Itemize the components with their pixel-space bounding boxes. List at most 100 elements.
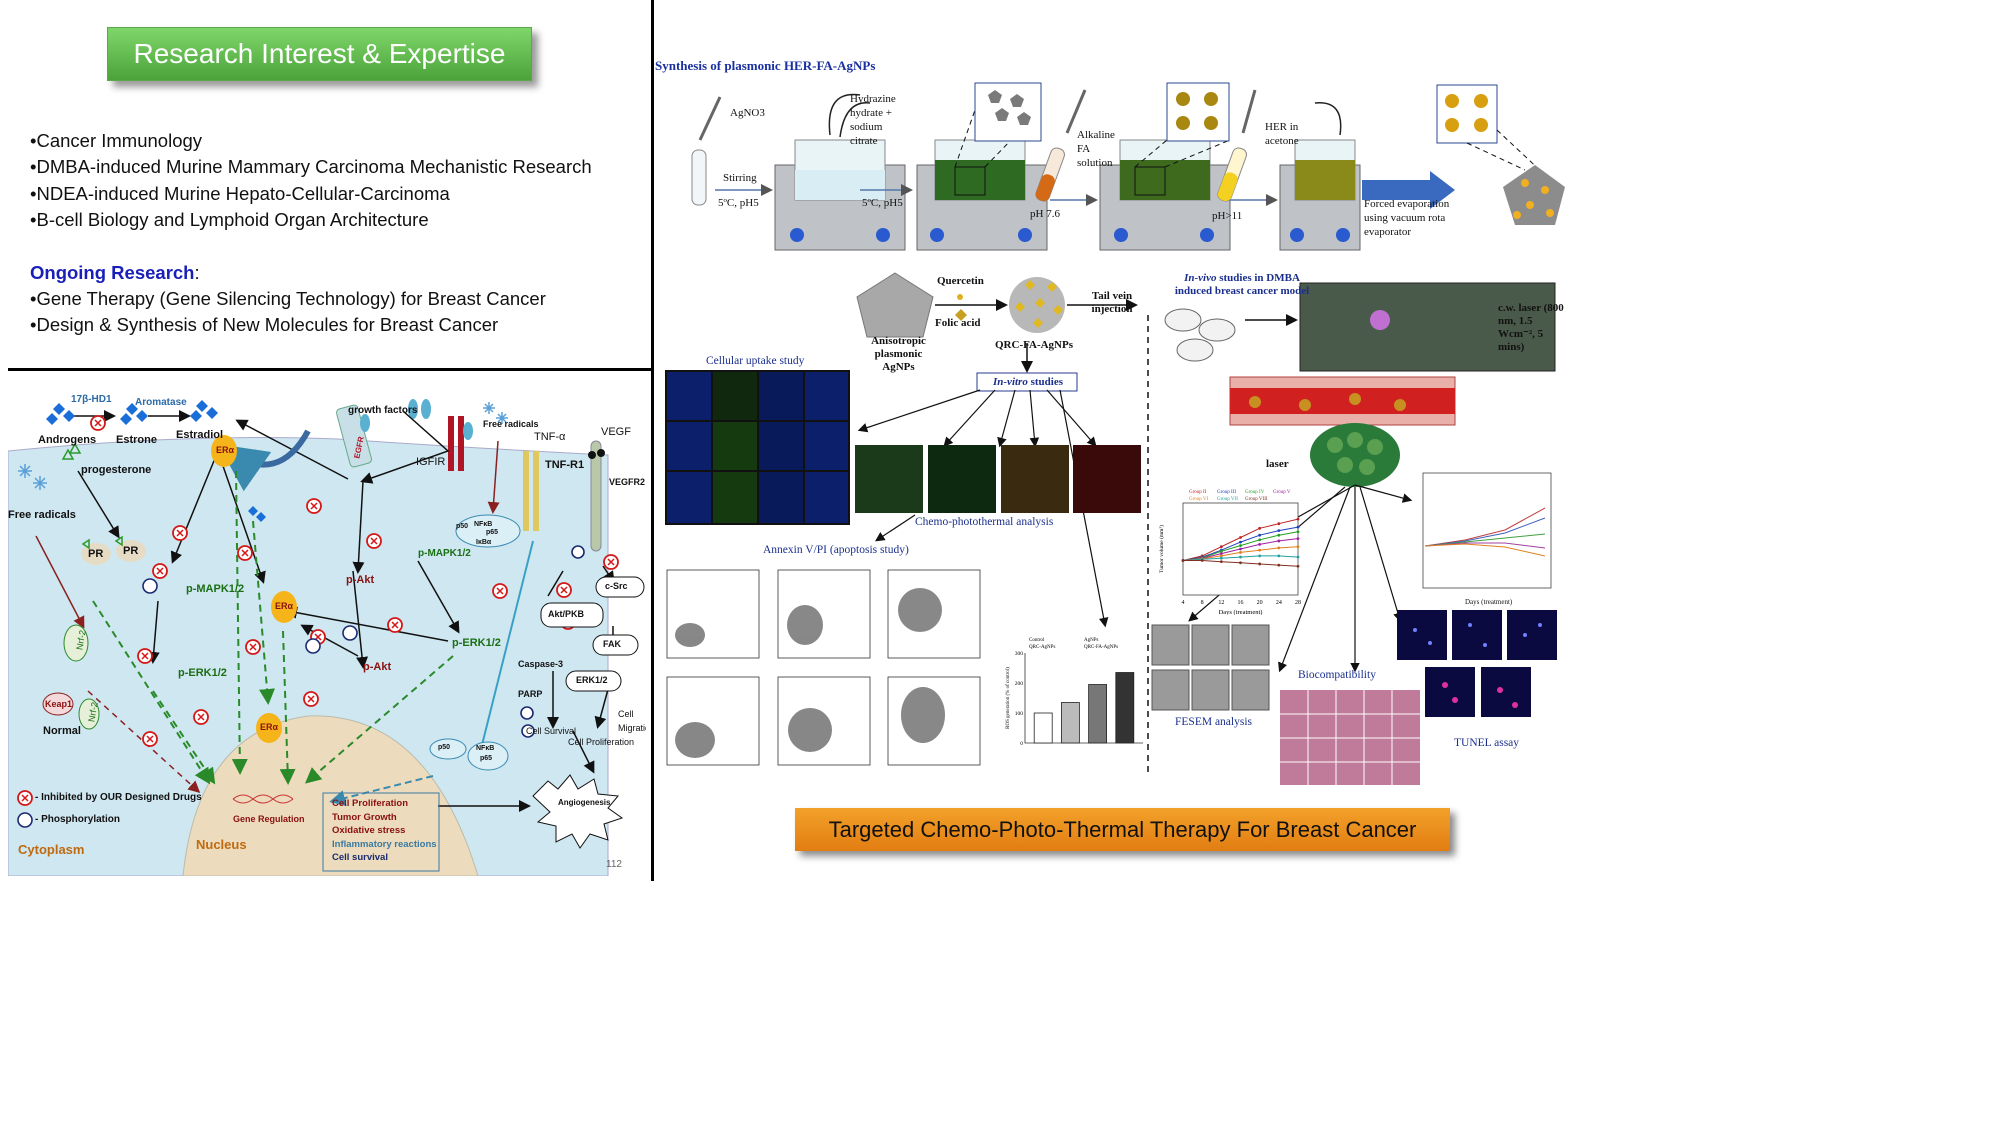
- label-laser-spec: c.w. laser (800 nm, 1.5 Wcm⁻², 5 mins): [1498, 302, 1564, 353]
- ikba: IκBα: [476, 539, 492, 546]
- p50-bottom: p50: [438, 744, 451, 751]
- data-point: [1277, 546, 1281, 550]
- page-number: 112: [606, 859, 622, 870]
- caption-biocompatibility: Biocompatibility: [1298, 669, 1376, 681]
- y-tick-label: 0: [1020, 741, 1023, 747]
- label-androgens: Androgens: [38, 434, 97, 446]
- caption-tunel: TUNEL assay: [1454, 737, 1520, 749]
- ros-legend-entry: QRC-AgNPs: [1029, 645, 1055, 650]
- caption-annexin: Annexin V/PI (apoptosis study): [763, 544, 909, 556]
- data-point: [1239, 544, 1242, 547]
- caspase-3: Caspase-3: [518, 659, 564, 669]
- data-point: [1277, 563, 1281, 567]
- data-point: [1296, 555, 1300, 559]
- expertise-item: •DMBA-induced Murine Mammary Carcinoma M…: [30, 156, 592, 177]
- data-point: [1219, 560, 1223, 564]
- data-point: [1277, 529, 1281, 532]
- ongoing-colon: :: [194, 262, 200, 283]
- data-point: [1296, 530, 1300, 534]
- nfkb-bottom: NFκB: [476, 745, 495, 752]
- data-point: [1258, 554, 1262, 558]
- bar: [1088, 684, 1107, 744]
- invitro-heading: In-vitro studies: [978, 376, 1078, 388]
- pakt-top: p-Akt: [346, 574, 375, 586]
- label-estradiol: Estradiol: [176, 429, 224, 441]
- p65-bottom: p65: [480, 755, 493, 762]
- y-axis-label: Tumor volume (mm³): [1158, 525, 1165, 573]
- data-point: [1219, 556, 1223, 560]
- label-normal: Normal: [43, 725, 81, 737]
- invivo-prefix: In-vivo: [1184, 272, 1217, 284]
- data-point: [1258, 526, 1262, 530]
- footer-banner: Targeted Chemo-Photo-Thermal Therapy For…: [795, 808, 1450, 851]
- label-aromatase: Aromatase: [135, 397, 187, 408]
- data-point: [1258, 548, 1262, 552]
- data-point: [1219, 552, 1223, 555]
- label-laser: laser: [1266, 458, 1289, 470]
- data-point: [1239, 551, 1242, 554]
- data-point: [1239, 561, 1242, 565]
- nfkb-top: NFκB: [474, 521, 493, 528]
- c-src: c-Src: [605, 581, 628, 591]
- outcome-item: Oxidative stress: [332, 825, 406, 836]
- keap1: Keap1: [45, 699, 73, 709]
- label-igfir: IGFIR: [416, 456, 446, 468]
- label-anisotropic: Anisotropic plasmonic AgNPs: [871, 335, 926, 373]
- data-point: [1296, 537, 1300, 541]
- x-tick-label: 20: [1257, 600, 1263, 606]
- cytoplasm-label: Cytoplasm: [18, 842, 85, 857]
- legend-entry: Group VI: [1189, 497, 1209, 502]
- pr-left: PR: [88, 548, 104, 560]
- expertise-item: •NDEA-induced Murine Hepato-Cellular-Car…: [30, 183, 450, 204]
- label-quercetin: Quercetin: [937, 275, 984, 287]
- expertise-item: •B-cell Biology and Lymphoid Organ Archi…: [30, 209, 429, 230]
- ros-y-label: ROS generation (% of control): [1006, 667, 1011, 729]
- y-tick-label: 300: [1015, 651, 1024, 657]
- data-point: [1239, 540, 1242, 544]
- angiogenesis: Angiogenesis: [558, 798, 611, 807]
- signaling-pathway-diagram: 17β-HD1 Aromatase Androgens Estrone Estr…: [8, 371, 646, 876]
- y-tick-label: 200: [1015, 681, 1024, 687]
- label-17b-hd1: 17β-HD1: [71, 394, 112, 405]
- pmapk-left: p-MAPK1/2: [186, 583, 245, 595]
- invitro-prefix: In-vitro: [993, 376, 1028, 388]
- invitro-rest: studies: [1030, 376, 1063, 388]
- outcome-item: Inflammatory reactions: [332, 838, 437, 850]
- data-point: [1258, 543, 1262, 546]
- data-point: [1239, 555, 1242, 559]
- legend-entry: Group II: [1189, 490, 1207, 495]
- data-point: [1219, 554, 1223, 558]
- legend-entry: Group VII: [1217, 497, 1238, 502]
- data-point: [1219, 549, 1223, 553]
- expertise-item: •Cancer Immunology: [30, 130, 203, 151]
- label-cond1: 5ºC, pH5: [718, 197, 759, 209]
- data-point: [1277, 533, 1281, 537]
- invivo-heading: In-vivo studies in DMBA induced breast c…: [1167, 272, 1317, 298]
- data-point: [1258, 562, 1262, 566]
- label-vegf: VEGF: [601, 426, 631, 438]
- label-tnf-alpha: TNF-α: [534, 431, 566, 443]
- label-qrc: QRC-FA-AgNPs: [995, 339, 1074, 351]
- vertical-divider: [651, 0, 654, 881]
- caption-chemo-photothermal: Chemo-photothermal analysis: [915, 516, 1054, 528]
- x-axis-label: Days (treatment): [1219, 609, 1263, 615]
- label-tail-vein: Tail vein injection: [1091, 290, 1133, 315]
- study-flow-graphics: [665, 272, 1557, 785]
- outcome-item: Tumor Growth: [332, 811, 397, 823]
- era-middle: ERα: [275, 601, 294, 611]
- akt-pkb: Akt/PKB: [548, 609, 585, 619]
- ongoing-heading: Ongoing Research:: [30, 262, 200, 284]
- legend-inhibited: - Inhibited by OUR Designed Drugs: [35, 792, 202, 803]
- x-tick-label: 28: [1295, 600, 1301, 606]
- outcome-item: Cell survival: [332, 852, 388, 863]
- x-tick-label: 8: [1201, 600, 1204, 606]
- label-cond2: 5ºC, pH5: [862, 197, 903, 209]
- ongoing-title: Ongoing Research: [30, 262, 195, 283]
- synthesis-title: Synthesis of plasmonic HER-FA-AgNPs: [655, 58, 876, 73]
- data-point: [1296, 545, 1300, 549]
- data-point: [1296, 564, 1300, 568]
- data-point: [1296, 517, 1300, 521]
- perk-left: p-ERK1/2: [178, 667, 227, 679]
